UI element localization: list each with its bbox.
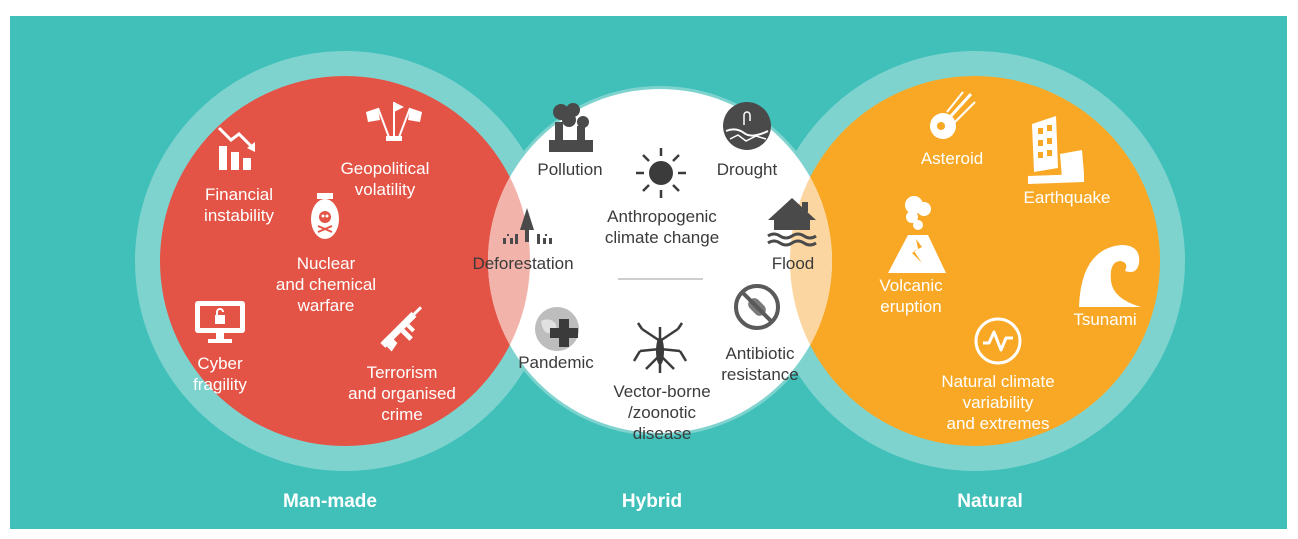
volcano-icon bbox=[886, 195, 948, 275]
man-made-circle bbox=[160, 76, 530, 446]
volcanic-eruption-label: Volcanic eruption bbox=[879, 276, 943, 316]
venn-circles bbox=[10, 16, 1287, 529]
natural-climate-label: Natural climate variability and extremes bbox=[941, 372, 1055, 433]
climate-pulse-icon bbox=[973, 316, 1023, 366]
tree-stumps-icon bbox=[501, 208, 553, 248]
tsunami-label: Tsunami bbox=[1073, 310, 1137, 329]
rifle-icon bbox=[375, 298, 431, 354]
hybrid-circle bbox=[488, 89, 832, 433]
nuclear-warfare-label: Nuclear and chemical warfare bbox=[275, 254, 377, 315]
climate-change-label: Anthropogenic climate change bbox=[604, 207, 720, 247]
earthquake-label: Earthquake bbox=[1023, 188, 1111, 207]
hybrid-category-label: Hybrid bbox=[621, 491, 683, 512]
asteroid-label: Asteroid bbox=[920, 149, 984, 168]
financial-decline-icon bbox=[217, 124, 257, 172]
wave-icon bbox=[1077, 241, 1143, 309]
deforestation-label: Deforestation bbox=[472, 254, 574, 273]
drought-icon bbox=[722, 101, 772, 151]
geopolitical-volatility-label: Geopolitical volatility bbox=[340, 159, 430, 199]
asteroid-icon bbox=[927, 88, 979, 142]
flags-icon bbox=[356, 98, 432, 142]
globe-cross-icon bbox=[531, 303, 583, 355]
collapsing-building-icon bbox=[1026, 114, 1086, 186]
factory-smoke-icon bbox=[545, 102, 595, 154]
hazard-diagram-panel: Financial instability Geopolitical volat… bbox=[10, 16, 1287, 529]
mosquito-icon bbox=[632, 321, 688, 377]
flood-label: Flood bbox=[771, 254, 815, 273]
cyber-fragility-label: Cyber fragility bbox=[193, 354, 247, 394]
sun-icon bbox=[634, 146, 688, 200]
pandemic-label: Pandemic bbox=[518, 353, 594, 372]
pollution-label: Pollution bbox=[537, 160, 603, 179]
monitor-lock-icon bbox=[193, 299, 247, 345]
flooded-house-icon bbox=[766, 196, 818, 248]
no-pill-icon bbox=[732, 282, 782, 332]
antibiotic-resistance-label: Antibiotic resistance bbox=[721, 344, 799, 384]
natural-category-label: Natural bbox=[957, 491, 1023, 512]
financial-instability-label: Financial instability bbox=[204, 185, 274, 225]
man-made-category-label: Man-made bbox=[283, 491, 377, 512]
drought-label: Drought bbox=[716, 160, 778, 179]
vector-borne-label: Vector-borne /zoonotic disease bbox=[613, 382, 711, 443]
bomb-skull-icon bbox=[310, 193, 340, 241]
terrorism-crime-label: Terrorism and organised crime bbox=[348, 363, 456, 424]
